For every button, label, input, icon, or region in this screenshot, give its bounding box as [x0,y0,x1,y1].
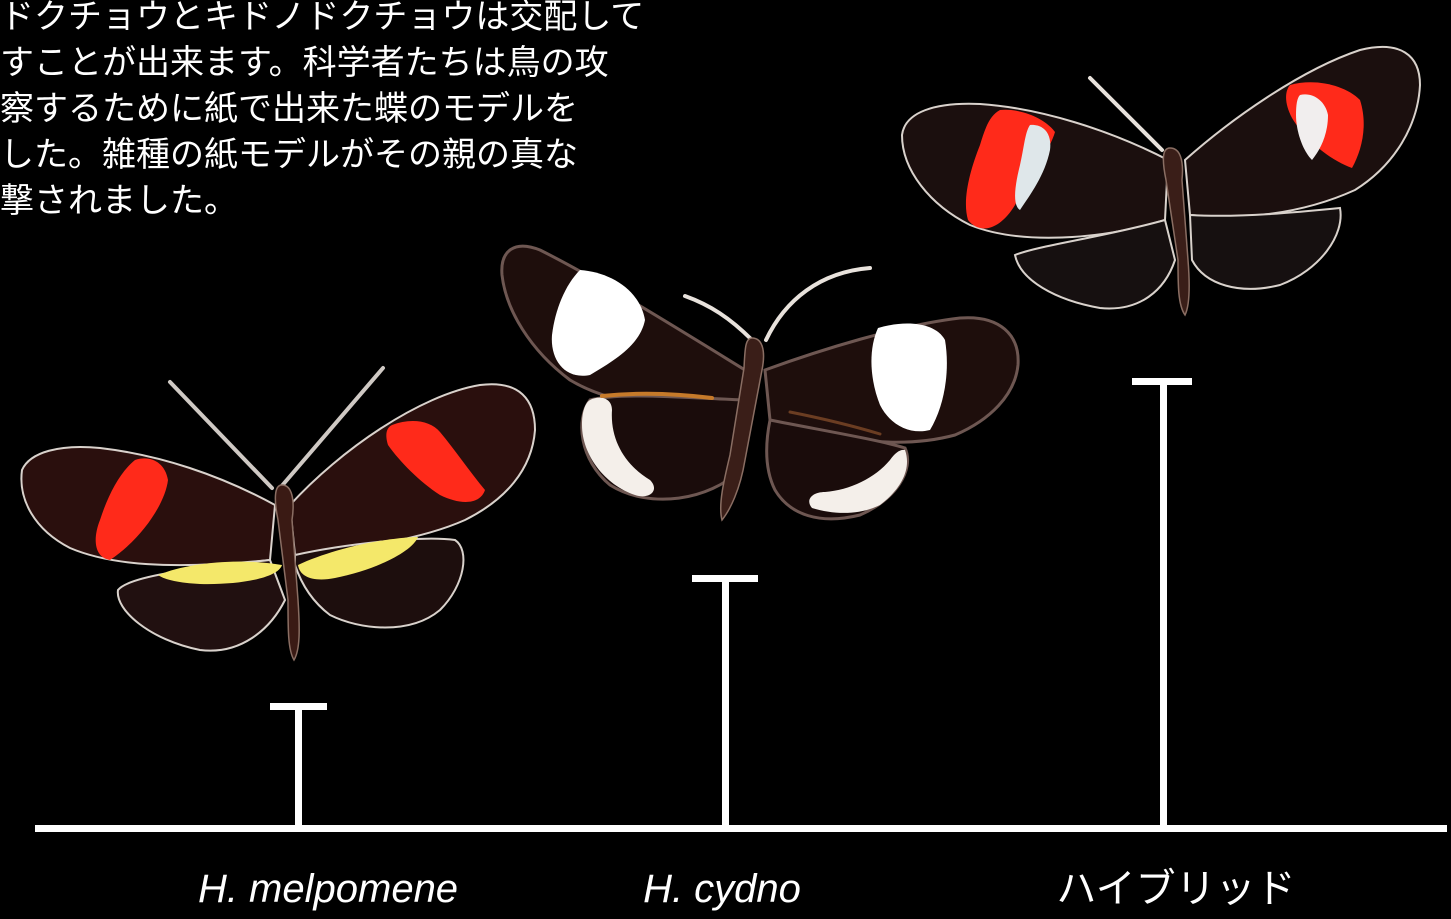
label-cydno: H. cydno [643,867,801,911]
marker-hybrid [1132,378,1192,827]
marker-cydno [692,575,758,827]
label-melpomene: H. melpomene [198,867,458,911]
butterfly-cydno-icon [502,246,1018,520]
baseline-axis [35,825,1447,832]
label-hybrid: ハイブリッド [1056,866,1295,912]
butterfly-melpomene-icon [21,368,535,660]
butterfly-hybrid-icon [902,47,1420,315]
marker-melpomene [270,703,327,827]
